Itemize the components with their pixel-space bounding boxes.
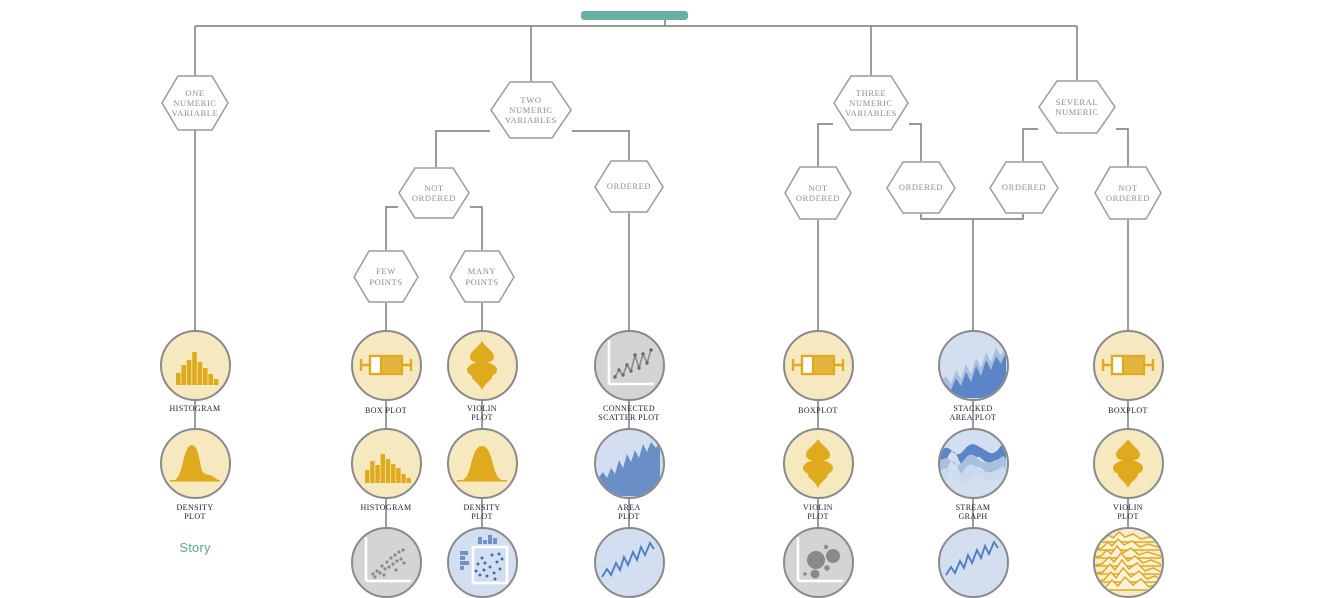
chart-node-violin-plot-2[interactable] [783,428,854,499]
boxplot-icon [791,354,845,376]
bubble-icon [796,537,843,583]
top-accent-bar[interactable] [581,11,688,20]
hexagon-shape [161,75,229,131]
hex-label: ORDERED [1001,182,1047,193]
chart-node-marginal-plot-1[interactable] [447,527,518,598]
density-icon [457,446,507,482]
chart-node-histogram-1[interactable] [160,330,231,401]
chart-node-connected-scatter[interactable] [594,330,665,401]
violin-icon [1113,439,1143,488]
violin-icon [803,439,833,488]
density-icon [170,445,220,482]
stacked-area-icon [940,344,1006,398]
hexagon-shape [353,250,419,303]
hexagon-shape [989,161,1059,214]
marginal-scatter-icon [460,535,509,585]
chart-node-line-plot-2[interactable] [938,527,1009,598]
hexagon-shape [594,160,664,213]
chart-node-stacked-area-plot[interactable] [938,330,1009,401]
area-icon [598,440,660,496]
story-link[interactable]: Story [179,540,211,555]
histogram-icon [365,454,411,483]
boxplot-icon [1101,354,1155,376]
streamgraph-icon [940,443,1006,491]
hexagon-shape [1038,80,1116,134]
hexagon-shape [1094,166,1162,220]
chart-node-histogram-2[interactable] [351,428,422,499]
hex-several-ordered[interactable]: ORDERED [989,161,1059,214]
boxplot-icon [359,354,413,376]
histogram-icon [176,352,219,385]
chart-node-ridgeline-plot[interactable] [1093,527,1164,598]
hexagon-shape [398,167,470,219]
scatter-icon [364,537,411,583]
chart-label-boxplot-3: BOXPLOT [1108,406,1148,415]
chart-node-box-plot-1[interactable] [351,330,422,401]
hexagon-shape [833,75,909,131]
chart-node-violin-plot-1[interactable] [447,330,518,401]
line-icon [601,540,655,578]
chart-node-line-plot-1[interactable] [594,527,665,598]
chart-node-stream-graph[interactable] [938,428,1009,499]
hexagon-shape [784,166,852,220]
chart-label-boxplot-2: BOXPLOT [798,406,838,415]
chart-label-histogram-1: HISTOGRAM [169,404,221,413]
chart-node-boxplot-3[interactable] [1093,330,1164,401]
chart-node-area-plot-1[interactable] [594,428,665,499]
hex-three-ordered[interactable]: ORDERED [886,161,956,214]
chart-node-density-plot-1[interactable] [160,428,231,499]
ridgeline-icon [1095,529,1161,595]
chart-node-boxplot-2[interactable] [783,330,854,401]
line-icon [945,539,999,576]
chart-label-histogram-2: HISTOGRAM [360,503,412,512]
chart-node-scatter-plot-1[interactable] [351,527,422,598]
hexagon-shape [490,81,572,139]
hexagon-shape [449,250,515,303]
hexagon-shape [886,161,956,214]
hex-two-ordered[interactable]: ORDERED [594,160,664,213]
chart-label-box-plot-1: BOX PLOT [364,406,408,415]
chart-node-density-plot-2[interactable] [447,428,518,499]
violin-icon [467,341,497,390]
chart-node-bubble-plot-1[interactable] [783,527,854,598]
connected-scatter-icon [607,340,654,386]
chart-node-violin-plot-3[interactable] [1093,428,1164,499]
hex-label: ORDERED [606,181,652,192]
hex-label: ORDERED [898,182,944,193]
